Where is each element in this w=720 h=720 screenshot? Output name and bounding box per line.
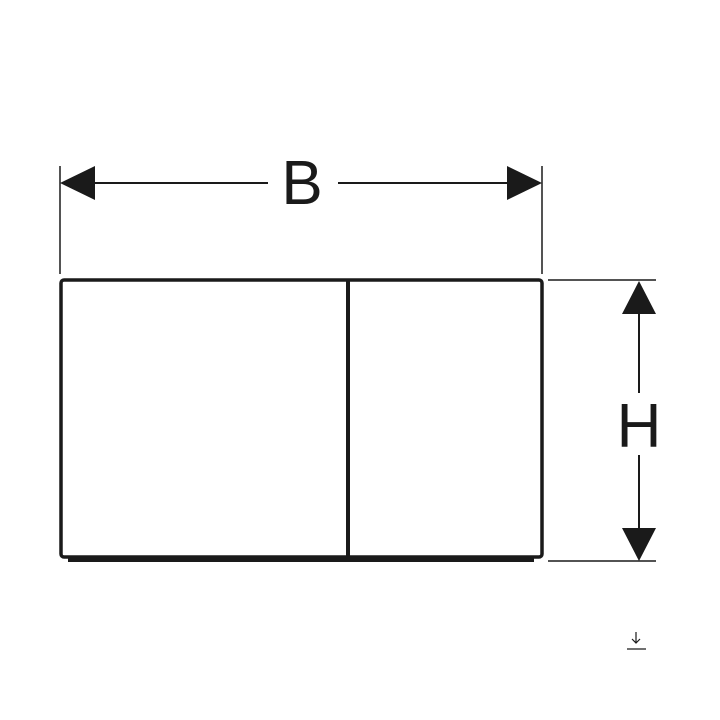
width-arrowhead-right xyxy=(507,166,542,200)
download-button[interactable] xyxy=(624,628,650,654)
width-label: B xyxy=(281,149,322,218)
download-icon xyxy=(627,632,646,650)
height-label: H xyxy=(617,392,662,461)
height-arrowhead-bottom xyxy=(622,528,656,561)
height-arrowhead-top xyxy=(622,281,656,314)
flush-plate-outline xyxy=(59,278,544,559)
width-arrowhead-left xyxy=(60,166,95,200)
